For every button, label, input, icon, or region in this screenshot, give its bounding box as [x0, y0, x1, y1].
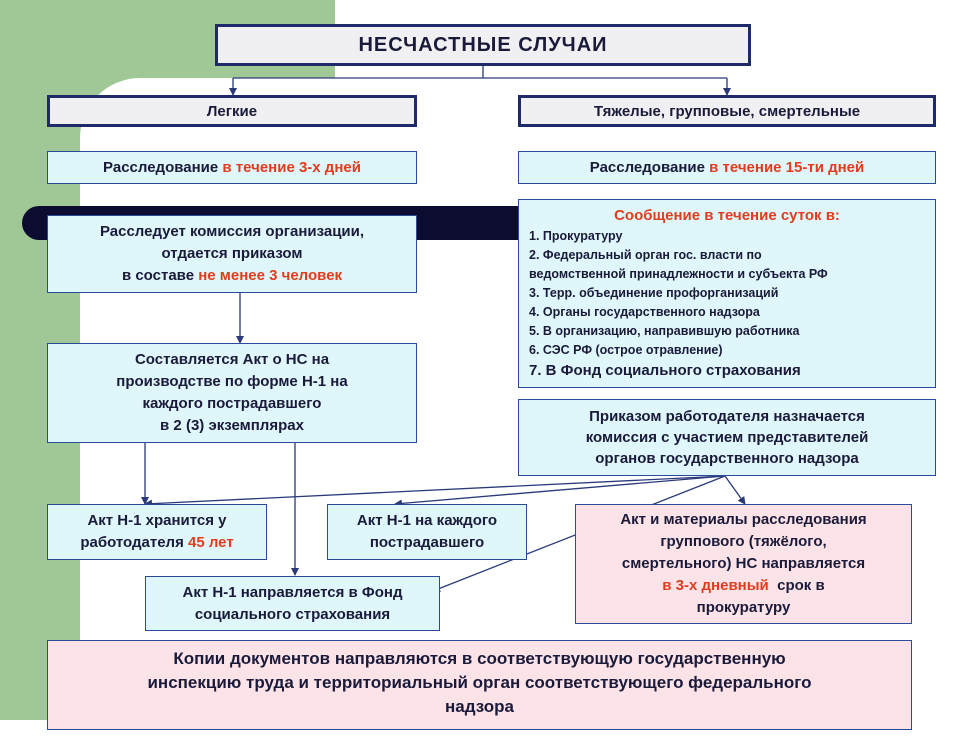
- category-severe: Тяжелые, групповые, смертельные: [518, 95, 936, 127]
- severe-investigation-deadline: в течение 15-ти дней: [709, 159, 865, 176]
- light-act-line2: производстве по форме Н-1 на: [116, 373, 348, 390]
- notification-item: 6. СЭС РФ (острое отравление): [529, 343, 723, 357]
- copies-box: Копии документов направляются в соответс…: [47, 640, 912, 730]
- act-storage-line2: работодателя 45 лет: [80, 532, 233, 554]
- severe-notification-box: Сообщение в течение суток в: 1. Прокурат…: [518, 199, 936, 388]
- light-investigation-text: Расследование в течение 3-х дней: [103, 159, 361, 176]
- act-each-line2: пострадавшего: [369, 534, 485, 551]
- severe-notification-heading: Сообщение в течение суток в:: [614, 207, 840, 224]
- severe-commission-line3: органов государственного надзора: [595, 450, 859, 467]
- light-commission-line3: в составе не менее 3 человек: [122, 265, 342, 287]
- light-commission-box: Расследует комиссия организации, отдаетс…: [47, 215, 417, 293]
- severe-investigation-text: Расследование в течение 15-ти дней: [590, 159, 864, 176]
- copies-line1: Копии документов направляются в соответс…: [173, 649, 786, 668]
- severe-commission-box: Приказом работодателя назначается комисс…: [518, 399, 936, 476]
- category-light: Легкие: [47, 95, 417, 127]
- act-fund-box: Акт Н-1 направляется в Фонд социального …: [145, 576, 440, 631]
- severe-commission-line1: Приказом работодателя назначается: [589, 408, 865, 425]
- act-storage-line2-prefix: работодателя: [80, 534, 188, 551]
- light-act-line4: в 2 (3) экземплярах: [160, 417, 304, 434]
- light-commission-line1: Расследует комиссия организации,: [99, 223, 365, 240]
- act-materials-line4-suffix: срок в: [768, 577, 825, 594]
- page-title: НЕСЧАСТНЫЕ СЛУЧАИ: [215, 24, 751, 66]
- category-light-label: Легкие: [206, 102, 258, 120]
- notification-item: ведомственной принадлежности и субъекта …: [529, 267, 828, 281]
- light-act-line1: Составляется Акт о НС на: [134, 351, 330, 368]
- notification-item-fund: 7. В Фонд социального страхования: [529, 362, 801, 379]
- act-materials-line4: в 3-х дневный срок в: [662, 575, 824, 597]
- act-each-box: Акт Н-1 на каждого пострадавшего: [327, 504, 527, 560]
- notification-item: 3. Терр. объединение профорганизаций: [529, 286, 779, 300]
- act-materials-line1: Акт и материалы расследования: [620, 511, 867, 528]
- light-commission-line3-prefix: в составе: [121, 267, 199, 284]
- notification-item: 2. Федеральный орган гос. власти по: [529, 248, 762, 262]
- act-materials-line2: группового (тяжёлого,: [660, 533, 827, 550]
- light-investigation-deadline: в течение 3-х дней: [222, 159, 361, 176]
- act-fund-line2: социального страхования: [194, 605, 391, 623]
- act-materials-box: Акт и материалы расследования группового…: [575, 504, 912, 624]
- light-investigation-prefix: Расследование: [103, 159, 223, 176]
- severe-commission-line2: комиссия с участием представителей: [585, 429, 869, 446]
- light-investigation-box: Расследование в течение 3-х дней: [47, 151, 417, 184]
- severe-investigation-box: Расследование в течение 15-ти дней: [518, 151, 936, 184]
- severe-investigation-prefix: Расследование: [589, 159, 710, 176]
- category-severe-label: Тяжелые, групповые, смертельные: [593, 102, 861, 120]
- light-commission-line2: отдается приказом: [161, 245, 303, 262]
- light-commission-min-members: не менее 3 человек: [198, 267, 343, 284]
- copies-line3: надзора: [445, 697, 514, 716]
- act-fund-line1: Акт Н-1 направляется в Фонд: [182, 583, 403, 601]
- act-storage-line1: Акт Н-1 хранится у: [87, 512, 227, 529]
- act-materials-line5: прокуратуру: [696, 599, 791, 616]
- act-each-line1: Акт Н-1 на каждого: [356, 512, 498, 529]
- light-act-line3: каждого пострадавшего: [142, 395, 322, 412]
- notification-item: 5. В организацию, направившую работника: [529, 324, 800, 338]
- act-materials-line3: смертельного) НС направляется: [621, 555, 866, 572]
- copies-line2: инспекцию труда и территориальный орган …: [147, 673, 812, 692]
- light-act-box: Составляется Акт о НС на производстве по…: [47, 343, 417, 443]
- act-materials-deadline: в 3-х дневный: [662, 577, 769, 594]
- title-text: НЕСЧАСТНЫЕ СЛУЧАИ: [358, 33, 608, 56]
- act-storage-years: 45 лет: [188, 534, 234, 551]
- notification-item: 1. Прокуратуру: [529, 229, 623, 243]
- act-storage-box: Акт Н-1 хранится у работодателя 45 лет: [47, 504, 267, 560]
- notification-item: 4. Органы государственного надзора: [529, 305, 760, 319]
